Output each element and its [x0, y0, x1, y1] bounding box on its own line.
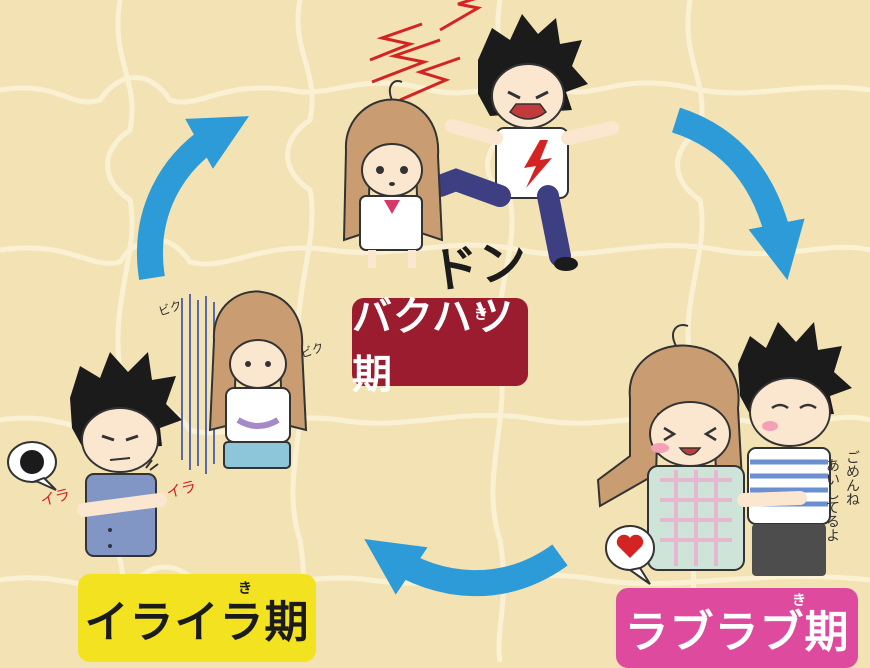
lovey-scene-illustration	[596, 322, 852, 585]
boy-face	[749, 377, 831, 447]
girl-face	[649, 401, 731, 467]
sfx-hiku-left: ビク	[157, 298, 184, 319]
lightning-bolt-icon	[524, 140, 552, 188]
curved-arrow-icon	[137, 116, 249, 281]
irritation-scene-illustration	[7, 290, 308, 557]
curved-arrow-icon	[364, 539, 568, 597]
phase-label-text: イライラ期	[84, 597, 310, 648]
phase-label-irritation: き イライラ期	[78, 574, 316, 662]
phase-label-lovey: き ラブラブ期	[616, 588, 858, 668]
girl-face	[361, 143, 423, 197]
apology-line-2: あいしてるよ	[824, 458, 840, 542]
sfx-ira-left: イラ	[39, 485, 72, 510]
scribble-speech-bubble-icon	[7, 441, 57, 491]
explosion-scene-illustration	[342, 0, 619, 271]
sfx-ira-right: イラ	[165, 477, 198, 502]
phase-label-text: ラブラブ期	[624, 607, 850, 658]
sfx-don: ドン	[428, 232, 531, 301]
phase-label-explosion: き バクハツ期	[352, 294, 528, 398]
girl-face	[229, 339, 287, 389]
curved-arrow-icon	[671, 107, 805, 281]
boy-face	[81, 407, 159, 473]
heart-speech-bubble-icon	[605, 525, 655, 585]
apology-line-1: ごめんね	[844, 450, 860, 506]
boy-kicking-leg	[429, 168, 511, 207]
gloom-lines	[181, 294, 215, 474]
phase-ruby: き	[474, 307, 488, 323]
boy-striped-shirt	[747, 447, 831, 525]
phase-ruby: き	[238, 581, 252, 597]
girl-skirt	[223, 441, 291, 469]
phase-label-text: バクハツ期	[352, 294, 514, 398]
angry-zigzag-lines	[369, 0, 483, 102]
girl-shirt	[225, 387, 291, 443]
girl-uniform	[359, 195, 423, 251]
phase-ruby: き	[792, 593, 806, 609]
